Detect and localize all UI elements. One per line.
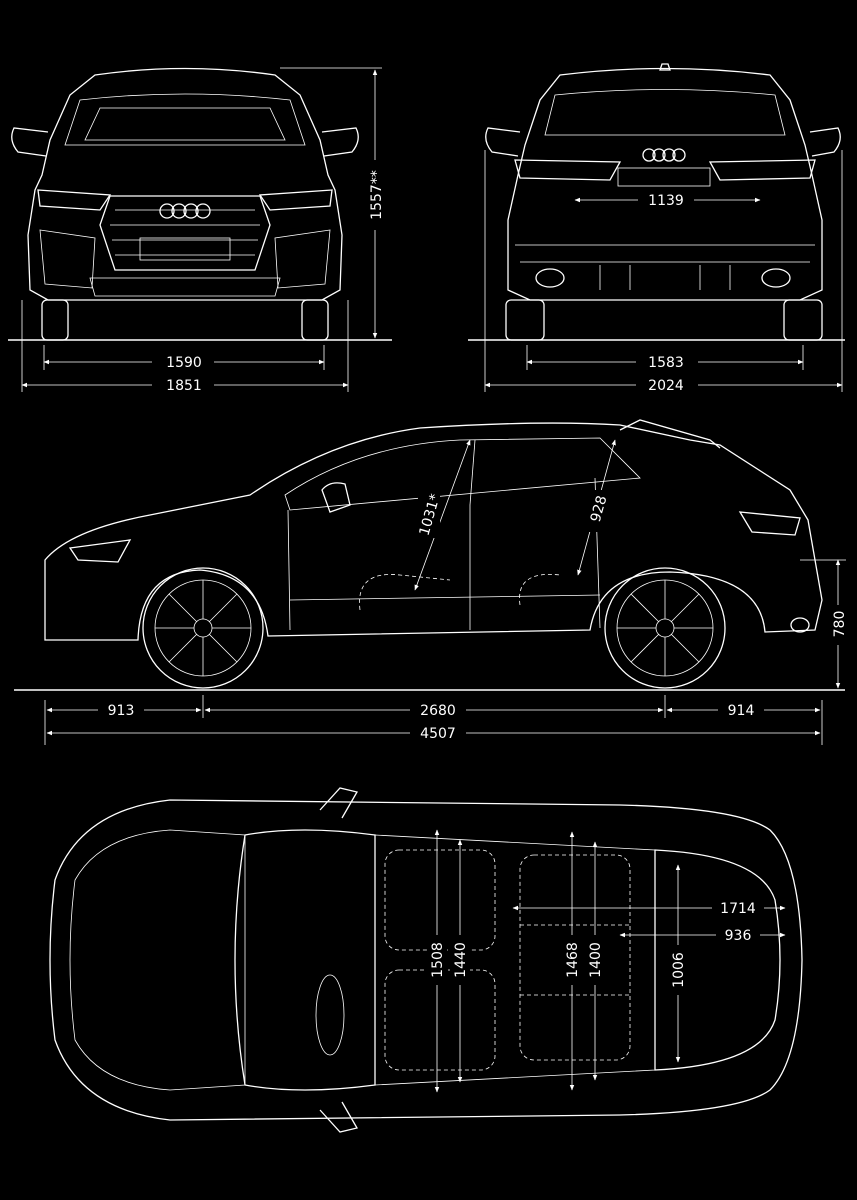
rear-width-value: 2024 bbox=[648, 378, 684, 394]
top-view: 1508 1440 1468 1400 1714 936 1006 bbox=[49, 787, 803, 1133]
rear-overhang-value: 914 bbox=[728, 703, 755, 719]
side-view: 1031* 928 780 913 2680 914 4507 bbox=[14, 419, 848, 745]
luggage-length-folded-value: 1714 bbox=[720, 901, 756, 917]
luggage-width-value: 1006 bbox=[671, 952, 687, 988]
front-track-value: 1590 bbox=[166, 355, 202, 371]
loading-height-value: 780 bbox=[832, 611, 848, 638]
front-headroom-dim-line bbox=[414, 439, 471, 591]
wheelbase-value: 2680 bbox=[420, 703, 456, 719]
front-view: 1590 1851 1557** bbox=[8, 67, 392, 395]
overall-length-value: 4507 bbox=[420, 726, 456, 742]
rear-view: 1139 1583 2024 bbox=[468, 63, 845, 395]
front-overhang-value: 913 bbox=[108, 703, 135, 719]
rear-shoulder-width-value: 1468 bbox=[565, 942, 581, 978]
rear-elbow-width-value: 1400 bbox=[588, 942, 604, 978]
front-width-value: 1851 bbox=[166, 378, 202, 394]
front-elbow-width-value: 1440 bbox=[453, 942, 469, 978]
rear-window-width-value: 1139 bbox=[648, 193, 684, 209]
height-value: 1557** bbox=[369, 170, 385, 220]
front-shoulder-width-value: 1508 bbox=[430, 942, 446, 978]
luggage-length-value: 936 bbox=[725, 928, 752, 944]
rear-track-value: 1583 bbox=[648, 355, 684, 371]
rear-headroom-value: 928 bbox=[588, 494, 611, 524]
